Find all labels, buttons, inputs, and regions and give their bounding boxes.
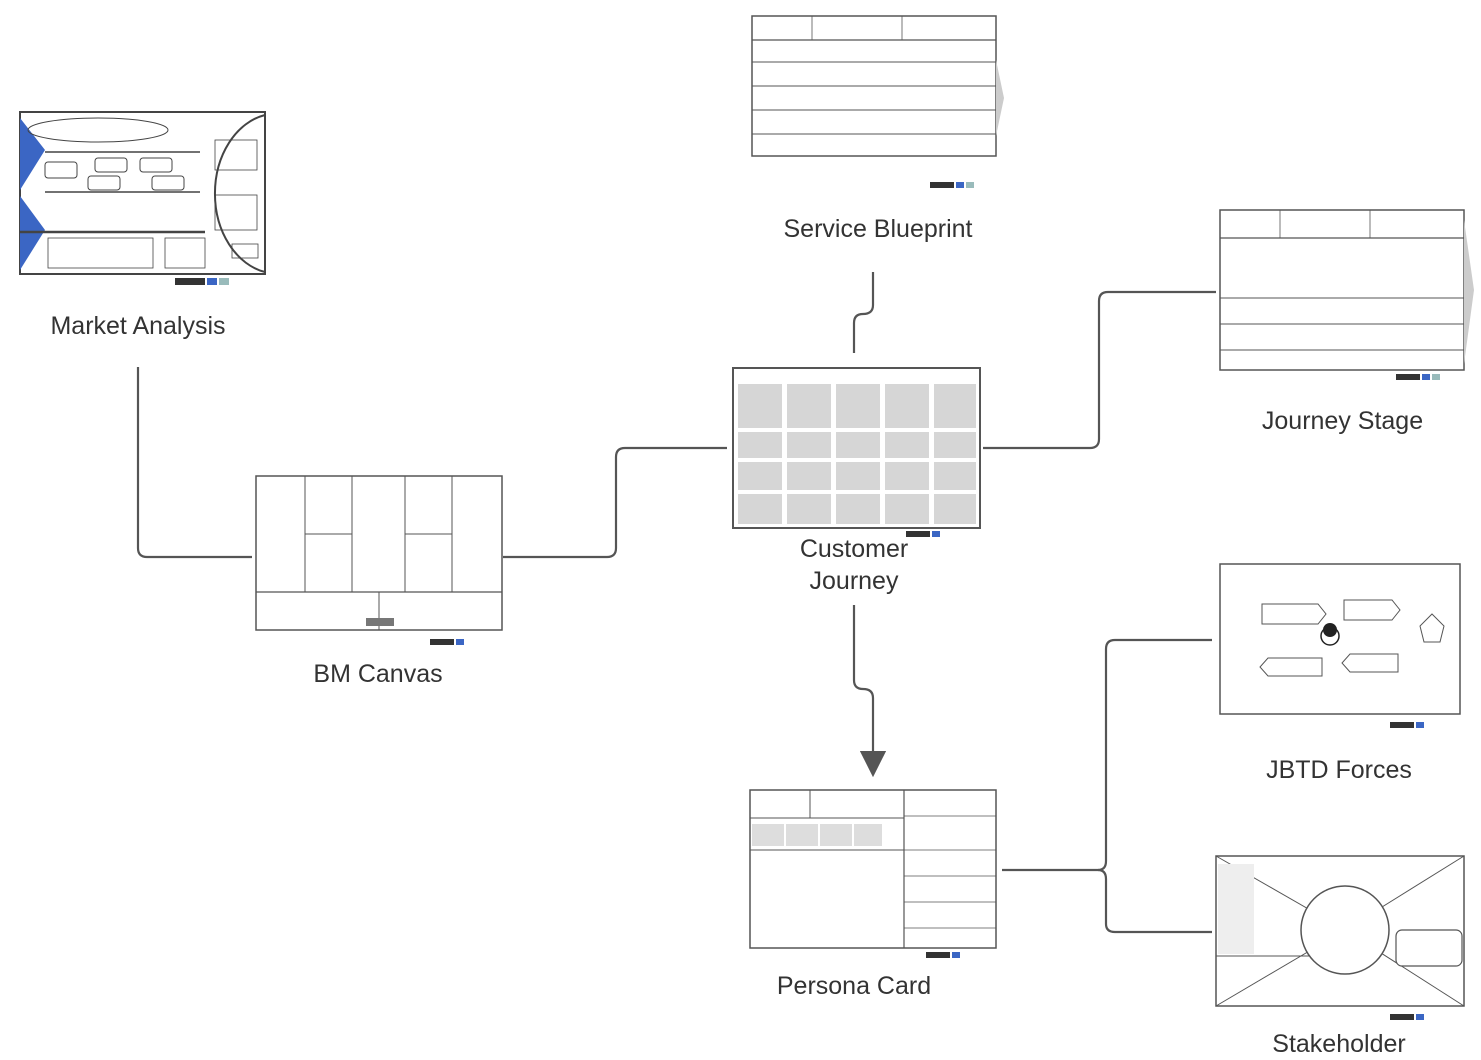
node-label-stakeholder: Stakeholder — [1272, 1030, 1406, 1058]
jbtd-forces-thumbnail[interactable] — [1219, 563, 1461, 728]
connector-cj-js — [983, 290, 1216, 450]
market-analysis-thumbnail[interactable] — [19, 111, 266, 285]
connector-sb-cj — [852, 272, 875, 353]
connector-persona-stakeholder — [1097, 868, 1212, 934]
connector-cj-persona — [852, 605, 887, 778]
customer-journey-thumbnail[interactable] — [732, 367, 981, 537]
node-label-service-blueprint: Service Blueprint — [783, 215, 973, 243]
node-label-journey-stage: Journey Stage — [1261, 407, 1424, 435]
stakeholder-thumbnail[interactable] — [1215, 855, 1465, 1020]
bm-canvas-thumbnail[interactable] — [255, 475, 503, 645]
connectors — [136, 272, 1216, 934]
node-label-persona-card: Persona Card — [776, 972, 932, 1000]
connector-bm-cj — [503, 446, 727, 559]
node-label-jbtd-forces: JBTD Forces — [1266, 756, 1412, 784]
node-label-market-analysis: Market Analysis — [50, 312, 226, 340]
node-label-customer-journey-line1: Customer — [799, 535, 909, 563]
node-label-customer-journey-line2: Journey — [809, 567, 899, 595]
connector-market-bm — [136, 367, 252, 559]
persona-card-thumbnail[interactable] — [749, 789, 997, 958]
service-blueprint-thumbnail[interactable] — [751, 15, 1004, 188]
connector-persona-jbtd — [1002, 638, 1212, 872]
node-label-bm-canvas: BM Canvas — [313, 660, 443, 688]
journey-stage-thumbnail[interactable] — [1219, 209, 1474, 380]
